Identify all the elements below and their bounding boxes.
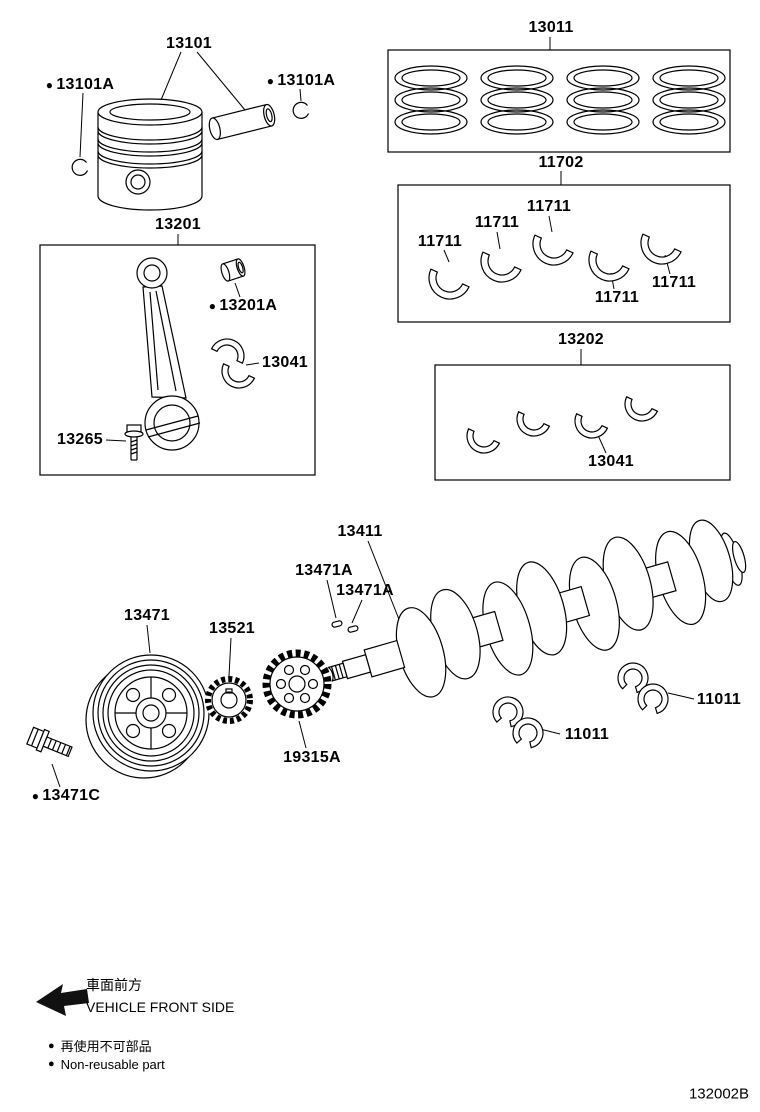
part-label-text: 13471C — [42, 787, 101, 804]
non-reusable-icon: ● — [208, 299, 217, 313]
part-label-snap-ring-left: ● 13101A — [46, 77, 114, 93]
thrust-washers-upper-drawing — [614, 659, 672, 716]
non-reusable-icon: ● — [31, 789, 40, 803]
part-label-conrod: 13201 — [155, 216, 201, 233]
diagram-code: 132002B — [688, 1085, 750, 1103]
part-label-main-bearing-2: 11711 — [474, 214, 520, 231]
part-label-snap-ring-right: ● 13101A — [267, 73, 335, 89]
part-label-text: 13101A — [56, 76, 115, 93]
part-label-conrod-bushing: ● 13201A — [209, 298, 277, 314]
conrod-bushing-drawing — [220, 258, 246, 282]
piston-rings-drawing — [394, 65, 726, 135]
pulley-bolt-drawing — [26, 726, 73, 758]
part-label-timing-gear: 13521 — [209, 620, 255, 637]
crank-sprocket-drawing — [262, 649, 332, 719]
part-label-pulley-bolt: ● 13471C — [32, 788, 100, 804]
note-text: Non-reusable part — [60, 1057, 165, 1072]
part-label-rod-bolt: 13265 — [57, 431, 103, 448]
part-label-main-bearing-3: 11711 — [526, 198, 572, 215]
part-label-crank-sprocket: 19315A — [283, 749, 341, 766]
main-bearing-box — [397, 184, 731, 323]
rod-bearing-box — [434, 364, 731, 481]
part-label-pulley: 13471 — [124, 607, 170, 624]
leader-lines — [51, 37, 695, 788]
front-side-label-jp: 車面前方 — [86, 977, 142, 993]
part-label-main-bearing-4: 11711 — [594, 289, 640, 306]
non-reusable-icon: ● — [45, 78, 54, 92]
part-label-thrust-washer-upper: 11011 — [696, 691, 742, 708]
rod-bearing-in-rod-drawing — [210, 332, 256, 395]
part-label-ring-set: 13011 — [528, 19, 574, 36]
snap-ring-right-drawing — [292, 101, 310, 119]
part-label-thrust-washer-lower: 11011 — [564, 726, 610, 743]
part-label-text: 13101A — [277, 72, 336, 89]
non-reusable-icon: ● — [48, 1040, 55, 1053]
timing-gear-drawing — [205, 676, 253, 724]
part-label-bearing-set-lower: 13202 — [558, 331, 604, 348]
front-direction-arrow-icon — [36, 984, 89, 1016]
note-text: 再使用不可部品 — [60, 1039, 152, 1054]
piston-drawing — [97, 98, 203, 211]
crank-keys-drawing — [330, 619, 360, 634]
part-label-text: 13201A — [219, 297, 278, 314]
non-reusable-note-jp: ● 再使用不可部品 — [48, 1039, 152, 1055]
part-label-rod-bearing-set: 13041 — [588, 453, 634, 470]
crankshaft-drawing — [325, 519, 747, 698]
part-label-bearing-set-upper: 11702 — [538, 154, 584, 171]
part-label-key-2: 13471A — [336, 582, 394, 599]
non-reusable-icon: ● — [266, 74, 275, 88]
snap-ring-left-drawing — [71, 158, 89, 176]
connecting-rod-drawing — [136, 257, 201, 451]
part-label-main-bearing-1: 11711 — [417, 233, 463, 250]
part-label-crankshaft: 13411 — [337, 523, 383, 540]
pulley-drawing — [85, 654, 210, 779]
thrust-washers-lower-drawing — [489, 692, 548, 751]
part-label-key-1: 13471A — [295, 562, 353, 579]
ring-set-box — [387, 49, 731, 153]
part-label-main-bearing-5: 11711 — [651, 274, 697, 291]
rod-bearings-drawing — [460, 396, 659, 460]
piston-pin-drawing — [208, 103, 276, 141]
non-reusable-icon: ● — [48, 1058, 55, 1071]
front-side-label-en: VEHICLE FRONT SIDE — [86, 999, 235, 1015]
non-reusable-note-en: ● Non-reusable part — [48, 1057, 165, 1073]
part-label-rod-bearing-in-rod: 13041 — [262, 354, 308, 371]
part-label-piston: 13101 — [166, 35, 212, 52]
rod-bolt-drawing — [124, 424, 144, 461]
